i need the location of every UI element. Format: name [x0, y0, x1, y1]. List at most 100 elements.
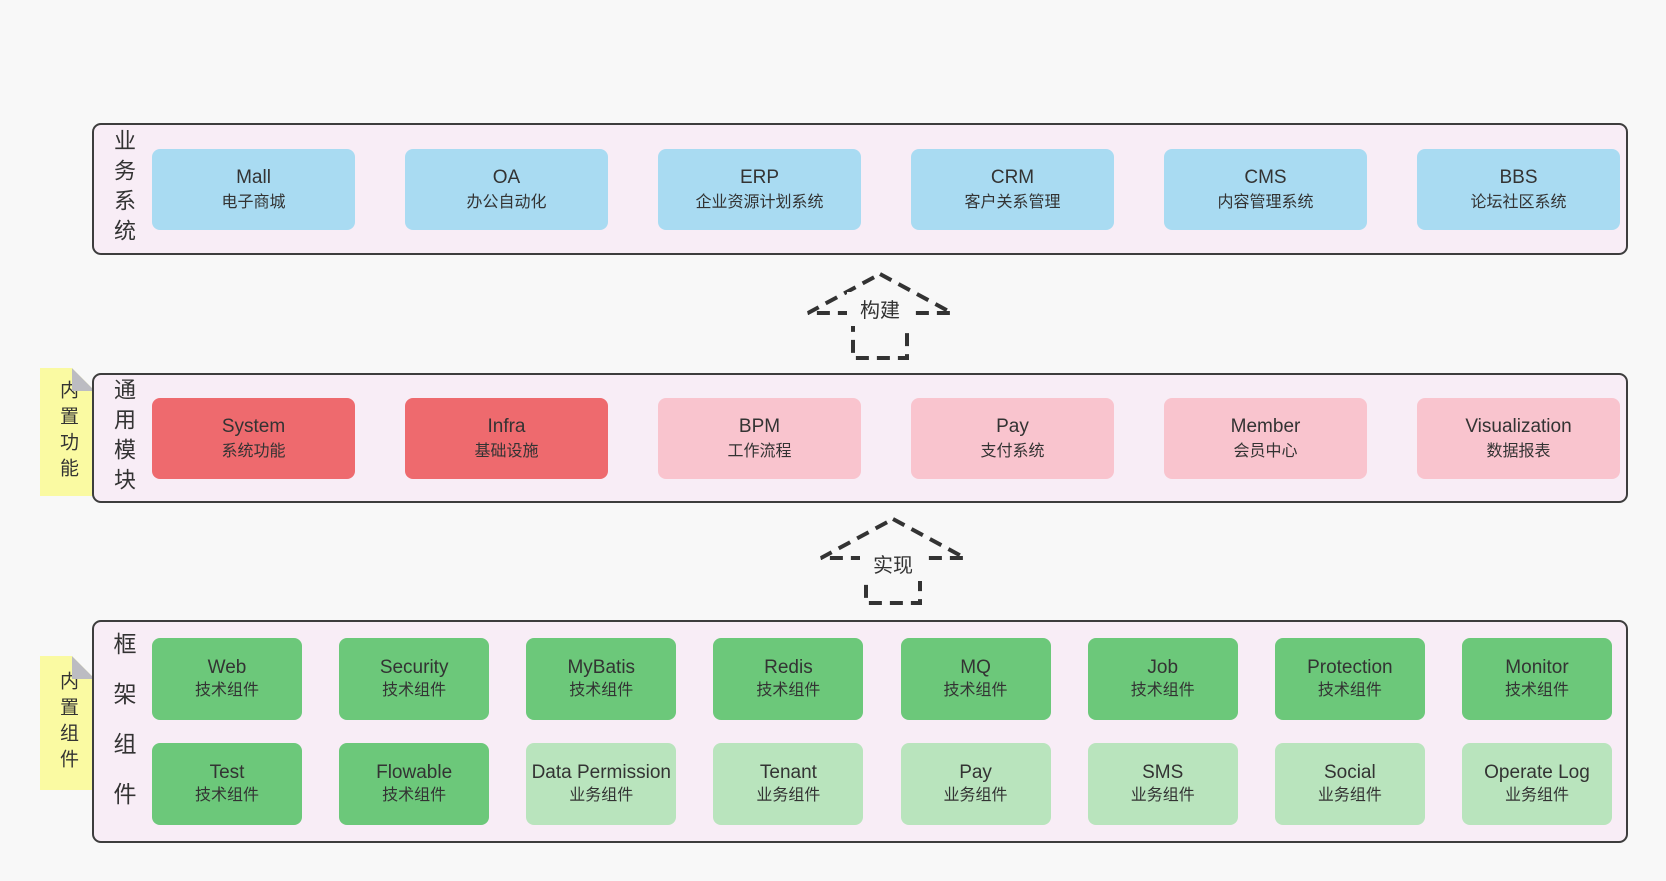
box-protection: Protection 技术组件	[1274, 638, 1425, 720]
arrow-outline	[820, 516, 966, 605]
box-web: Web 技术组件	[152, 638, 302, 720]
box-subtitle: 技术组件	[1130, 681, 1195, 699]
box-cms: CMS 内容管理系统	[1164, 148, 1367, 230]
box-subtitle: 电子商城	[221, 194, 286, 212]
layer-title-column: 框架组件	[94, 622, 152, 841]
box-subtitle: 论坛社区系统	[1470, 194, 1567, 212]
box-name: Pay	[959, 762, 992, 784]
box-data-permission: Data Permission 业务组件	[526, 743, 677, 825]
box-name: System	[221, 415, 286, 437]
box-name: OA	[492, 166, 521, 188]
layer-common-modules: 通用模块 System 系统功能 Infra 基础设施 BPM 工作流程 Pay…	[92, 373, 1628, 503]
layer-modules-title: 通用模块	[111, 378, 136, 498]
box-subtitle: 技术组件	[382, 786, 447, 804]
box-crm: CRM 客户关系管理	[911, 148, 1114, 230]
box-mall: Mall 电子商城	[152, 148, 355, 230]
box-pay-module: Pay 支付系统	[911, 397, 1114, 479]
layer-business-title: 业务系统	[111, 129, 136, 249]
layer-framework-components: 框架组件 Web 技术组件 Security 技术组件 MyBatis 技术组件…	[92, 620, 1628, 843]
box-subtitle: 数据报表	[1486, 443, 1551, 461]
box-name: SMS	[1142, 762, 1184, 784]
box-system: System 系统功能	[152, 397, 355, 479]
box-subtitle: 业务组件	[1317, 786, 1382, 804]
box-subtitle: 内容管理系统	[1217, 194, 1314, 212]
box-name: Member	[1230, 415, 1301, 437]
box-subtitle: 业务组件	[756, 786, 821, 804]
box-subtitle: 技术组件	[1317, 681, 1382, 699]
box-name: Redis	[764, 657, 813, 679]
box-subtitle: 业务组件	[943, 786, 1008, 804]
box-name: CRM	[990, 166, 1035, 188]
box-subtitle: 技术组件	[569, 681, 634, 699]
arrow-label-backdrop	[847, 292, 913, 326]
box-subtitle: 技术组件	[756, 681, 821, 699]
arrow-outline	[807, 271, 953, 360]
box-name: Visualization	[1465, 415, 1572, 437]
box-monitor: Monitor 技术组件	[1461, 638, 1612, 720]
box-name: Protection	[1307, 657, 1393, 679]
box-job: Job 技术组件	[1087, 638, 1238, 720]
box-subtitle: 业务组件	[569, 786, 634, 804]
box-subtitle: 技术组件	[1504, 681, 1569, 699]
box-name: Web	[207, 657, 247, 679]
box-name: BPM	[738, 415, 781, 437]
box-redis: Redis 技术组件	[713, 638, 864, 720]
box-flowable: Flowable 技术组件	[339, 743, 490, 825]
layer-components-title: 框架组件	[110, 631, 136, 832]
box-operate-log: Operate Log 业务组件	[1461, 743, 1612, 825]
box-name: Flowable	[376, 762, 453, 784]
box-name: ERP	[739, 166, 780, 188]
box-subtitle: 技术组件	[382, 681, 447, 699]
box-name: Mall	[236, 166, 271, 188]
box-subtitle: 会员中心	[1233, 443, 1298, 461]
box-name: Test	[209, 762, 245, 784]
box-sms: SMS 业务组件	[1087, 743, 1238, 825]
layer-title-column: 通用模块	[94, 375, 152, 501]
box-social: Social 业务组件	[1274, 743, 1425, 825]
box-tenant: Tenant 业务组件	[713, 743, 864, 825]
box-subtitle: 工作流程	[727, 443, 792, 461]
implement-arrow-icon: 实现	[820, 516, 966, 605]
layer-business-systems: 业务系统 Mall 电子商城 OA 办公自动化 ERP 企业资源计划系统 CRM…	[92, 123, 1628, 255]
box-name: Job	[1147, 657, 1179, 679]
box-infra: Infra 基础设施	[405, 397, 608, 479]
note-built-in-features: 内置功能	[40, 368, 95, 496]
modules-box-row: System 系统功能 Infra 基础设施 BPM 工作流程 Pay 支付系统…	[152, 375, 1634, 501]
box-pay-component: Pay 业务组件	[900, 743, 1051, 825]
box-subtitle: 支付系统	[980, 443, 1045, 461]
box-subtitle: 业务组件	[1504, 786, 1569, 804]
box-name: CMS	[1244, 166, 1287, 188]
components-row-2: Test 技术组件 Flowable 技术组件 Data Permission …	[152, 743, 1612, 825]
box-name: BBS	[1499, 166, 1538, 188]
note-built-in-features-label: 内置功能	[57, 380, 78, 484]
box-subtitle: 办公自动化	[466, 194, 547, 212]
box-subtitle: 系统功能	[221, 443, 286, 461]
box-visualization: Visualization 数据报表	[1417, 397, 1620, 479]
note-built-in-components-label: 内置组件	[57, 671, 78, 775]
implement-arrow-label: 实现	[873, 554, 913, 577]
box-erp: ERP 企业资源计划系统	[658, 148, 861, 230]
box-name: Pay	[996, 415, 1029, 437]
box-subtitle: 技术组件	[194, 681, 259, 699]
box-subtitle: 技术组件	[943, 681, 1008, 699]
box-name: Tenant	[759, 762, 817, 784]
box-subtitle: 技术组件	[194, 786, 259, 804]
components-row-1: Web 技术组件 Security 技术组件 MyBatis 技术组件 Redi…	[152, 638, 1612, 720]
arrow-label-backdrop	[860, 547, 926, 581]
build-arrow-label: 构建	[860, 299, 900, 322]
box-name: Monitor	[1505, 657, 1569, 679]
box-bpm: BPM 工作流程	[658, 397, 861, 479]
box-subtitle: 基础设施	[474, 443, 539, 461]
box-name: Data Permission	[531, 762, 671, 784]
box-subtitle: 客户关系管理	[964, 194, 1061, 212]
box-subtitle: 企业资源计划系统	[695, 194, 824, 212]
box-name: Operate Log	[1484, 762, 1590, 784]
box-name: Security	[379, 657, 449, 679]
business-box-row: Mall 电子商城 OA 办公自动化 ERP 企业资源计划系统 CRM 客户关系…	[152, 125, 1634, 253]
note-built-in-components: 内置组件	[40, 656, 95, 790]
box-mq: MQ 技术组件	[900, 638, 1051, 720]
layer-title-column: 业务系统	[94, 125, 152, 253]
box-test: Test 技术组件	[152, 743, 302, 825]
box-mybatis: MyBatis 技术组件	[526, 638, 677, 720]
